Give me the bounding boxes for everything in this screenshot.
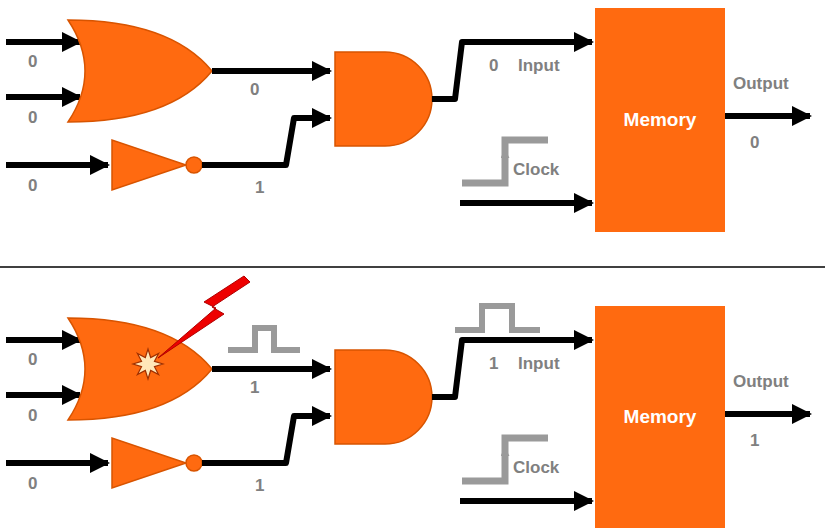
rising-arrow [504, 448, 507, 474]
and-output-wire [432, 42, 592, 99]
block-label: Memory [624, 109, 697, 131]
not-gate [112, 438, 186, 488]
signal-name: Clock [513, 160, 559, 180]
input-wire [6, 162, 108, 168]
not-output-wire [202, 118, 330, 165]
input-wire [6, 94, 80, 100]
input-wire [6, 460, 108, 466]
signal-value: 0 [750, 133, 759, 153]
or-output-wire [212, 366, 330, 372]
input-value: 0 [28, 474, 37, 494]
signal-name: Output [733, 372, 789, 392]
divider-line [0, 266, 825, 268]
and-output-wire [432, 340, 592, 397]
and-gate [335, 350, 432, 444]
inverter-bubble [186, 455, 202, 471]
clock-wire [460, 498, 592, 504]
signal-value: 1 [250, 378, 259, 398]
not-output-wire [202, 416, 330, 463]
output-wire [725, 411, 810, 417]
input-value: 0 [28, 406, 37, 426]
input-value: 0 [28, 176, 37, 196]
memory-box: Memory [595, 306, 725, 528]
input-wire [6, 337, 80, 343]
input-wire [6, 39, 80, 45]
input-value: 0 [28, 52, 37, 72]
signal-name: Input [518, 354, 560, 374]
clock-wire [460, 200, 592, 206]
signal-name: Clock [513, 458, 559, 478]
signal-name: Output [733, 74, 789, 94]
input-wire [6, 392, 80, 398]
signal-value: 1 [255, 476, 264, 496]
memory-box: Memory [595, 8, 725, 232]
glitch-pulse [455, 306, 540, 330]
particle-strike [158, 276, 250, 358]
signal-value: 0 [489, 56, 498, 76]
or-output-wire [212, 68, 330, 74]
input-value: 0 [28, 108, 37, 128]
not-gate [112, 140, 186, 190]
signal-value: 0 [250, 80, 259, 100]
output-wire [725, 113, 810, 119]
or-gate [68, 20, 212, 122]
impact-burst [133, 349, 163, 379]
and-gate [335, 52, 432, 146]
block-label: Memory [624, 406, 697, 428]
signal-value: 1 [750, 431, 759, 451]
glitch-pulse [228, 328, 300, 350]
input-value: 0 [28, 350, 37, 370]
signal-name: Input [518, 56, 560, 76]
signal-value: 1 [489, 354, 498, 374]
inverter-bubble [186, 157, 202, 173]
rising-arrow [504, 150, 507, 176]
signal-value: 1 [255, 178, 264, 198]
